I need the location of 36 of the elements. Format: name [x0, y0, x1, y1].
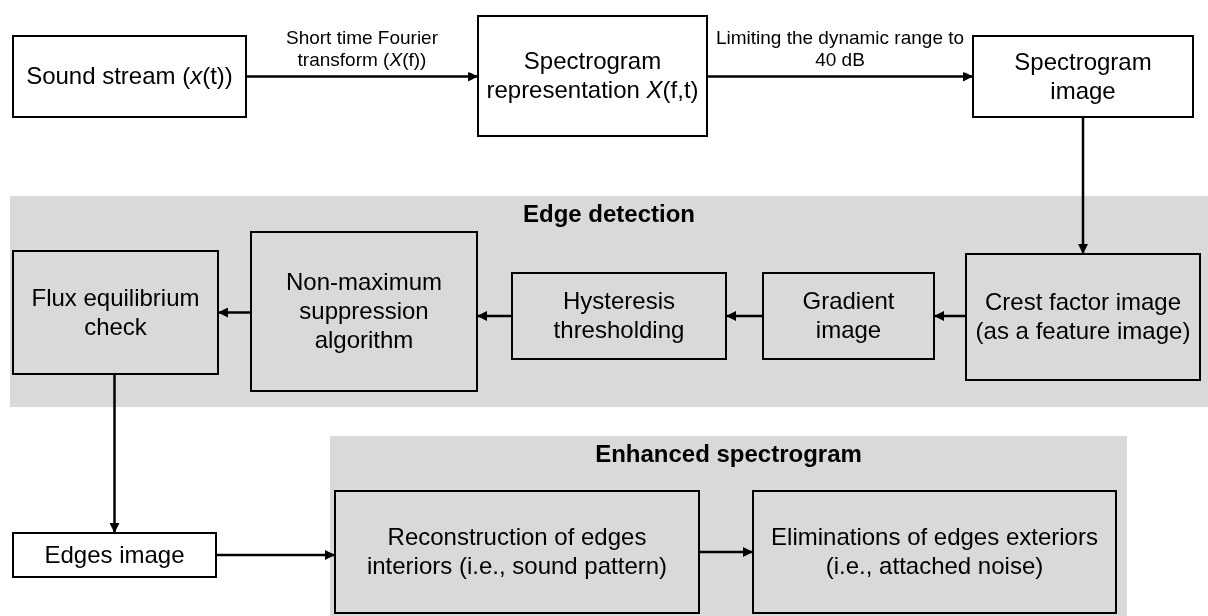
process-box — [12, 532, 217, 578]
arrow — [217, 550, 335, 560]
group-title: Edge detection — [522, 200, 696, 228]
arrow — [218, 307, 250, 318]
group-band — [10, 196, 1208, 407]
process-box — [965, 253, 1201, 381]
box-text: Eliminations of edges exteriors (i.e., attached noise) — [770, 523, 1099, 581]
process-box — [250, 231, 478, 392]
box-text: Flux equilibrium check — [30, 283, 201, 342]
group-title: Enhanced spectrogram — [594, 440, 863, 468]
box-text: Spectrogram representation X(f,t) — [485, 47, 700, 105]
arrow — [1078, 118, 1088, 254]
box-text: Edges image — [44, 540, 185, 570]
box-text: Reconstruction of edges interiors (i.e., sound pattern) — [365, 523, 669, 581]
process-box — [752, 490, 1117, 614]
process-box — [12, 35, 247, 118]
arrow — [477, 311, 511, 321]
process-box — [972, 35, 1194, 118]
process-box — [762, 272, 935, 360]
process-box — [511, 272, 727, 360]
arrow — [708, 71, 973, 82]
box-text: Non-maximum suppression algorithm — [285, 268, 443, 355]
process-box — [334, 490, 700, 614]
arrow — [934, 311, 965, 321]
arrow — [247, 71, 478, 82]
box-text: Gradient image — [801, 287, 896, 345]
box-text: Sound stream (x(t)) — [26, 62, 233, 91]
arrow — [109, 375, 120, 533]
arrow — [700, 547, 753, 557]
box-text: Hysteresis thresholding — [552, 287, 686, 345]
box-text: Spectrogram image — [1013, 47, 1153, 106]
box-text: Crest factor image (as a feature image) — [974, 288, 1192, 346]
process-box — [12, 250, 219, 375]
arrow — [726, 311, 762, 321]
group-band — [330, 436, 1127, 616]
process-box — [477, 15, 708, 137]
